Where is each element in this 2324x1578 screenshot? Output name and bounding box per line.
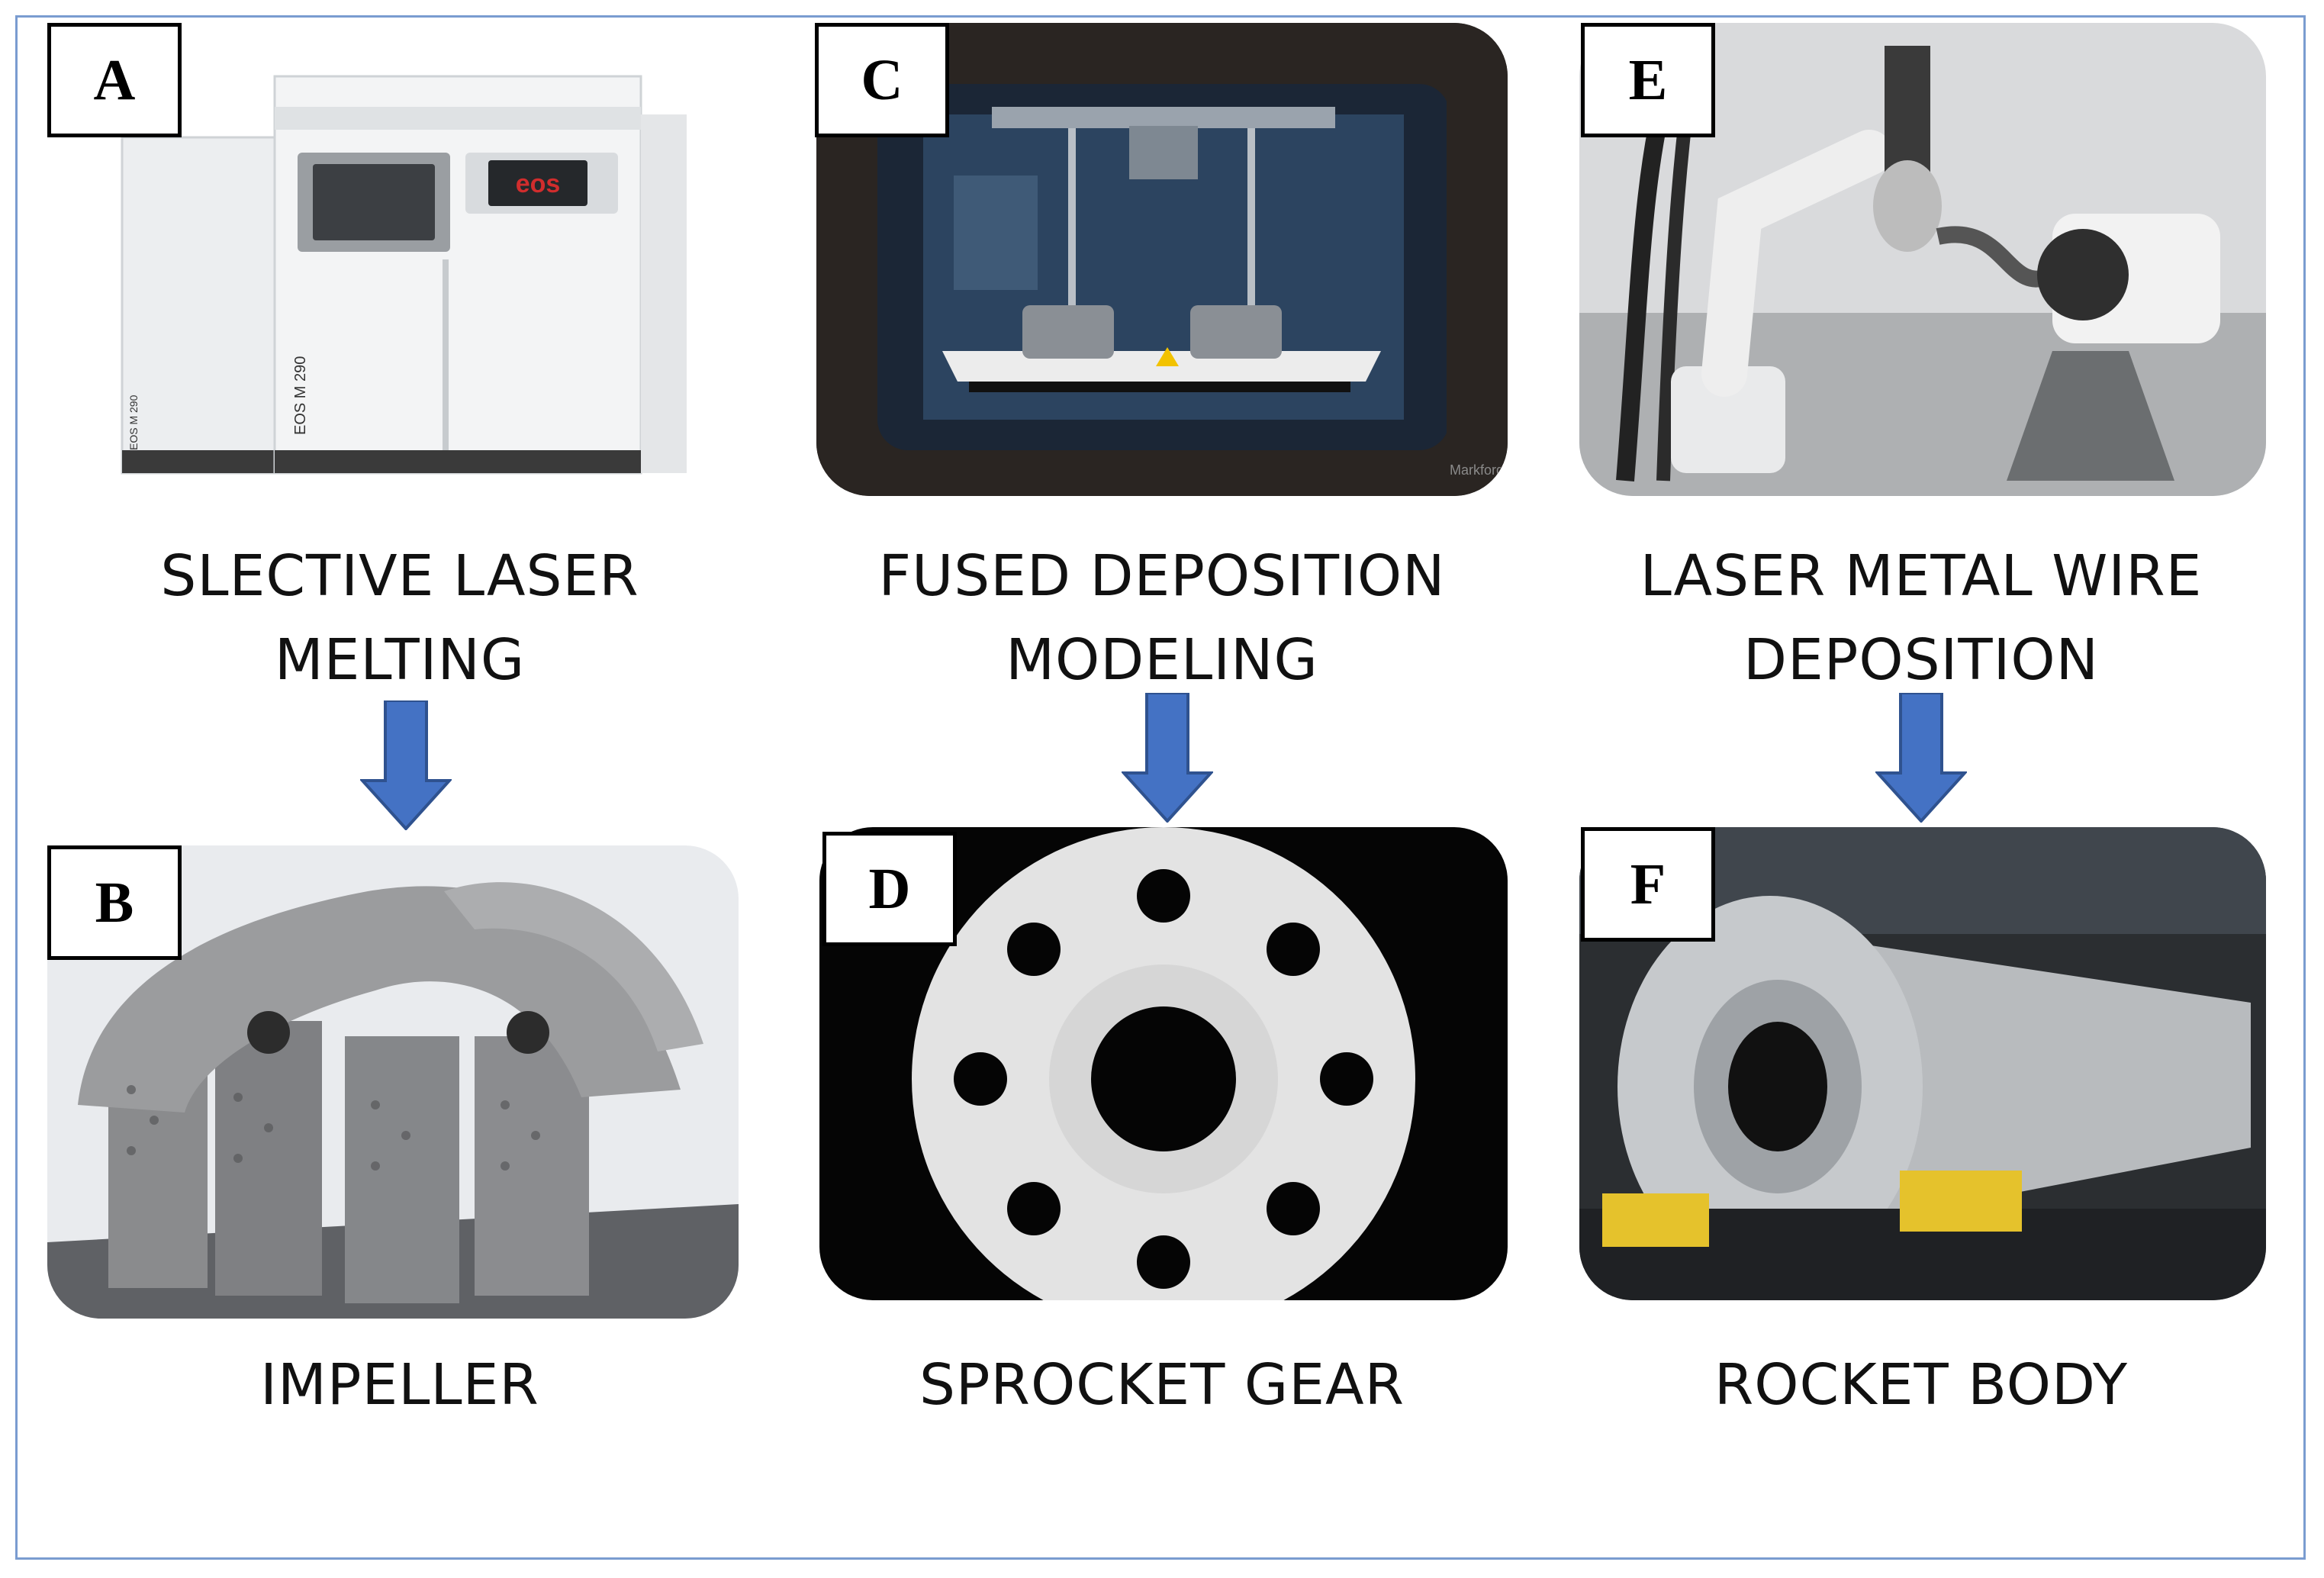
arrow-down-e-to-f [1875,693,1967,823]
caption-rocket-body: ROCKET BODY [1547,1343,2295,1427]
caption-line: ROCKET BODY [1714,1352,2129,1418]
caption-selective-laser-melting: SLECTIVE LASER MELTING [26,534,774,702]
caption-fused-deposition-modeling: FUSED DEPOSITION MODELING [788,534,1536,702]
panel-label-b: B [47,845,182,960]
panel-label-f: F [1581,827,1715,942]
caption-line: LASER METAL WIRE [1640,543,2203,609]
fdm-printer-image: Markforged [816,23,1508,496]
caption-line: SLECTIVE LASER [160,543,639,609]
rocket-body-image [1579,827,2266,1300]
caption-line: SPROCKET GEAR [919,1352,1405,1418]
figure-frame [15,15,2306,1560]
svg-text:EOS M 290: EOS M 290 [127,394,140,450]
svg-text:EOS M 290: EOS M 290 [292,356,309,435]
svg-text:eos: eos [516,169,561,198]
panel-label-a: A [47,23,182,137]
svg-text:Markforged: Markforged [1450,462,1508,478]
panel-label-c: C [815,23,949,137]
caption-line: IMPELLER [260,1352,539,1418]
sls-printer-image: eos EOS M 290 EOS M 290 [114,23,740,496]
arrow-down-a-to-b [360,700,452,830]
caption-line: MELTING [274,627,526,693]
caption-impeller: IMPELLER [26,1343,774,1427]
caption-laser-metal-wire-deposition: LASER METAL WIRE DEPOSITION [1547,534,2295,702]
panel-label-e: E [1581,23,1715,137]
sprocket-image [819,827,1508,1300]
caption-line: MODELING [1006,627,1318,693]
panel-label-d: D [822,832,957,946]
arrow-down-c-to-d [1122,693,1213,823]
caption-line: DEPOSITION [1743,627,2100,693]
caption-sprocket-gear: SPROCKET GEAR [788,1343,1536,1427]
impeller-image [47,845,739,1319]
caption-line: FUSED DEPOSITION [878,543,1446,609]
